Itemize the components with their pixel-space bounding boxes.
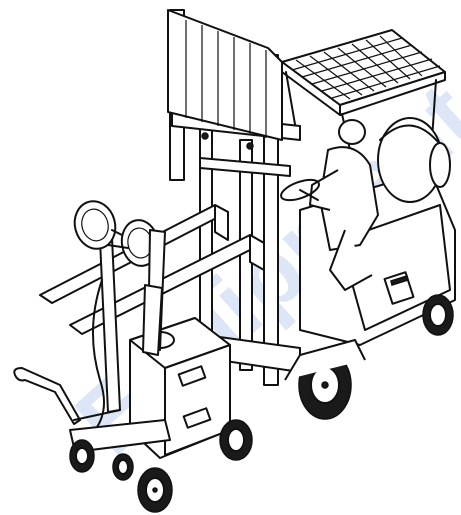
load-backrest xyxy=(167,9,283,150)
propane-tank xyxy=(377,117,451,203)
forklift xyxy=(39,9,456,420)
cart-handle xyxy=(13,367,81,425)
mast xyxy=(169,9,301,386)
cart-wheels xyxy=(69,419,253,513)
forklift-wheels xyxy=(284,294,454,420)
steering-wheel xyxy=(280,178,320,202)
light-tower-cart xyxy=(13,200,253,513)
light-tower xyxy=(73,200,166,431)
operator xyxy=(299,119,379,291)
